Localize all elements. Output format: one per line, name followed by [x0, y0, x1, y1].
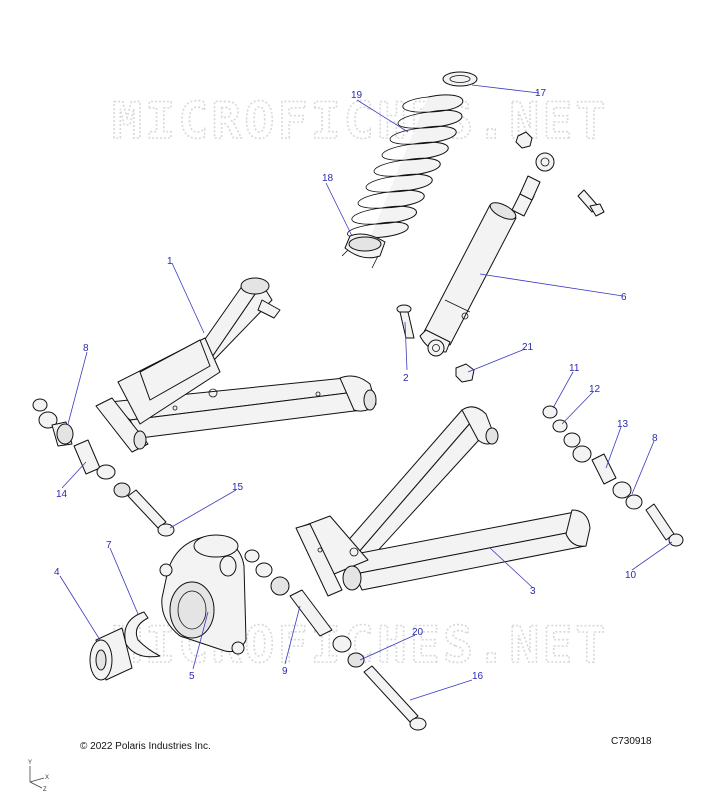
nut-11	[542, 405, 558, 419]
axis-x-label: X	[45, 775, 49, 781]
shock-top-nut	[515, 131, 533, 149]
callout-7: 7	[106, 540, 112, 551]
callout-21: 21	[522, 342, 534, 353]
bushing-8-right	[612, 481, 643, 510]
callout-1: 1	[167, 256, 173, 267]
callout-10: 10	[625, 570, 637, 581]
sleeve-14	[73, 439, 131, 498]
bolt-15	[127, 489, 175, 537]
axis-indicator: Y X Z	[28, 760, 49, 793]
callout-6: 6	[621, 292, 627, 303]
bushing-8-left	[32, 398, 74, 447]
callout-14: 14	[56, 489, 68, 500]
callout-labels: 1 2 3 4 5 6 7 8 8 9 10 11 12 13 14 15 16…	[54, 88, 658, 682]
callout-12: 12	[589, 384, 601, 395]
lower-a-arm-3	[295, 406, 591, 597]
axis-z-label: Z	[43, 787, 47, 793]
bolt-10	[645, 503, 684, 547]
callout-8-right: 8	[652, 433, 658, 444]
shock-absorber-6	[419, 152, 555, 357]
callout-4: 4	[54, 567, 60, 578]
washer-12	[552, 419, 568, 433]
callout-15: 15	[232, 482, 244, 493]
leader-lines	[59, 84, 673, 701]
callout-11: 11	[569, 363, 580, 374]
snap-ring-17	[442, 71, 478, 87]
callout-9: 9	[282, 666, 288, 677]
bearing-4	[89, 627, 133, 681]
bolt-16	[363, 665, 427, 731]
spring-retainer-18	[341, 233, 386, 269]
callout-5: 5	[189, 671, 195, 682]
axis-y-label: Y	[28, 760, 32, 766]
bolt-2	[396, 304, 415, 339]
bushing-stack-mid	[244, 549, 290, 596]
hub-knuckle-5	[159, 534, 247, 655]
callout-2: 2	[403, 373, 409, 384]
nut-21	[455, 363, 475, 383]
upper-a-arm-1	[95, 277, 377, 453]
callout-13: 13	[617, 419, 629, 430]
callout-17: 17	[535, 88, 547, 99]
callout-18: 18	[322, 173, 334, 184]
callout-20: 20	[412, 627, 424, 638]
figure-id: C730918	[611, 736, 652, 747]
coil-spring-19	[347, 94, 464, 239]
shock-upper-bolt	[577, 189, 605, 217]
sleeve-13	[591, 453, 617, 485]
snap-ring-7	[124, 611, 161, 658]
copyright-notice: © 2022 Polaris Industries Inc.	[80, 741, 211, 752]
callout-16: 16	[472, 671, 484, 682]
bushing-20	[332, 635, 365, 668]
callout-8-left: 8	[83, 343, 89, 354]
callout-19: 19	[351, 90, 363, 101]
sleeve-9	[289, 589, 333, 637]
bushing-stack-right	[563, 432, 592, 463]
callout-3: 3	[530, 586, 536, 597]
